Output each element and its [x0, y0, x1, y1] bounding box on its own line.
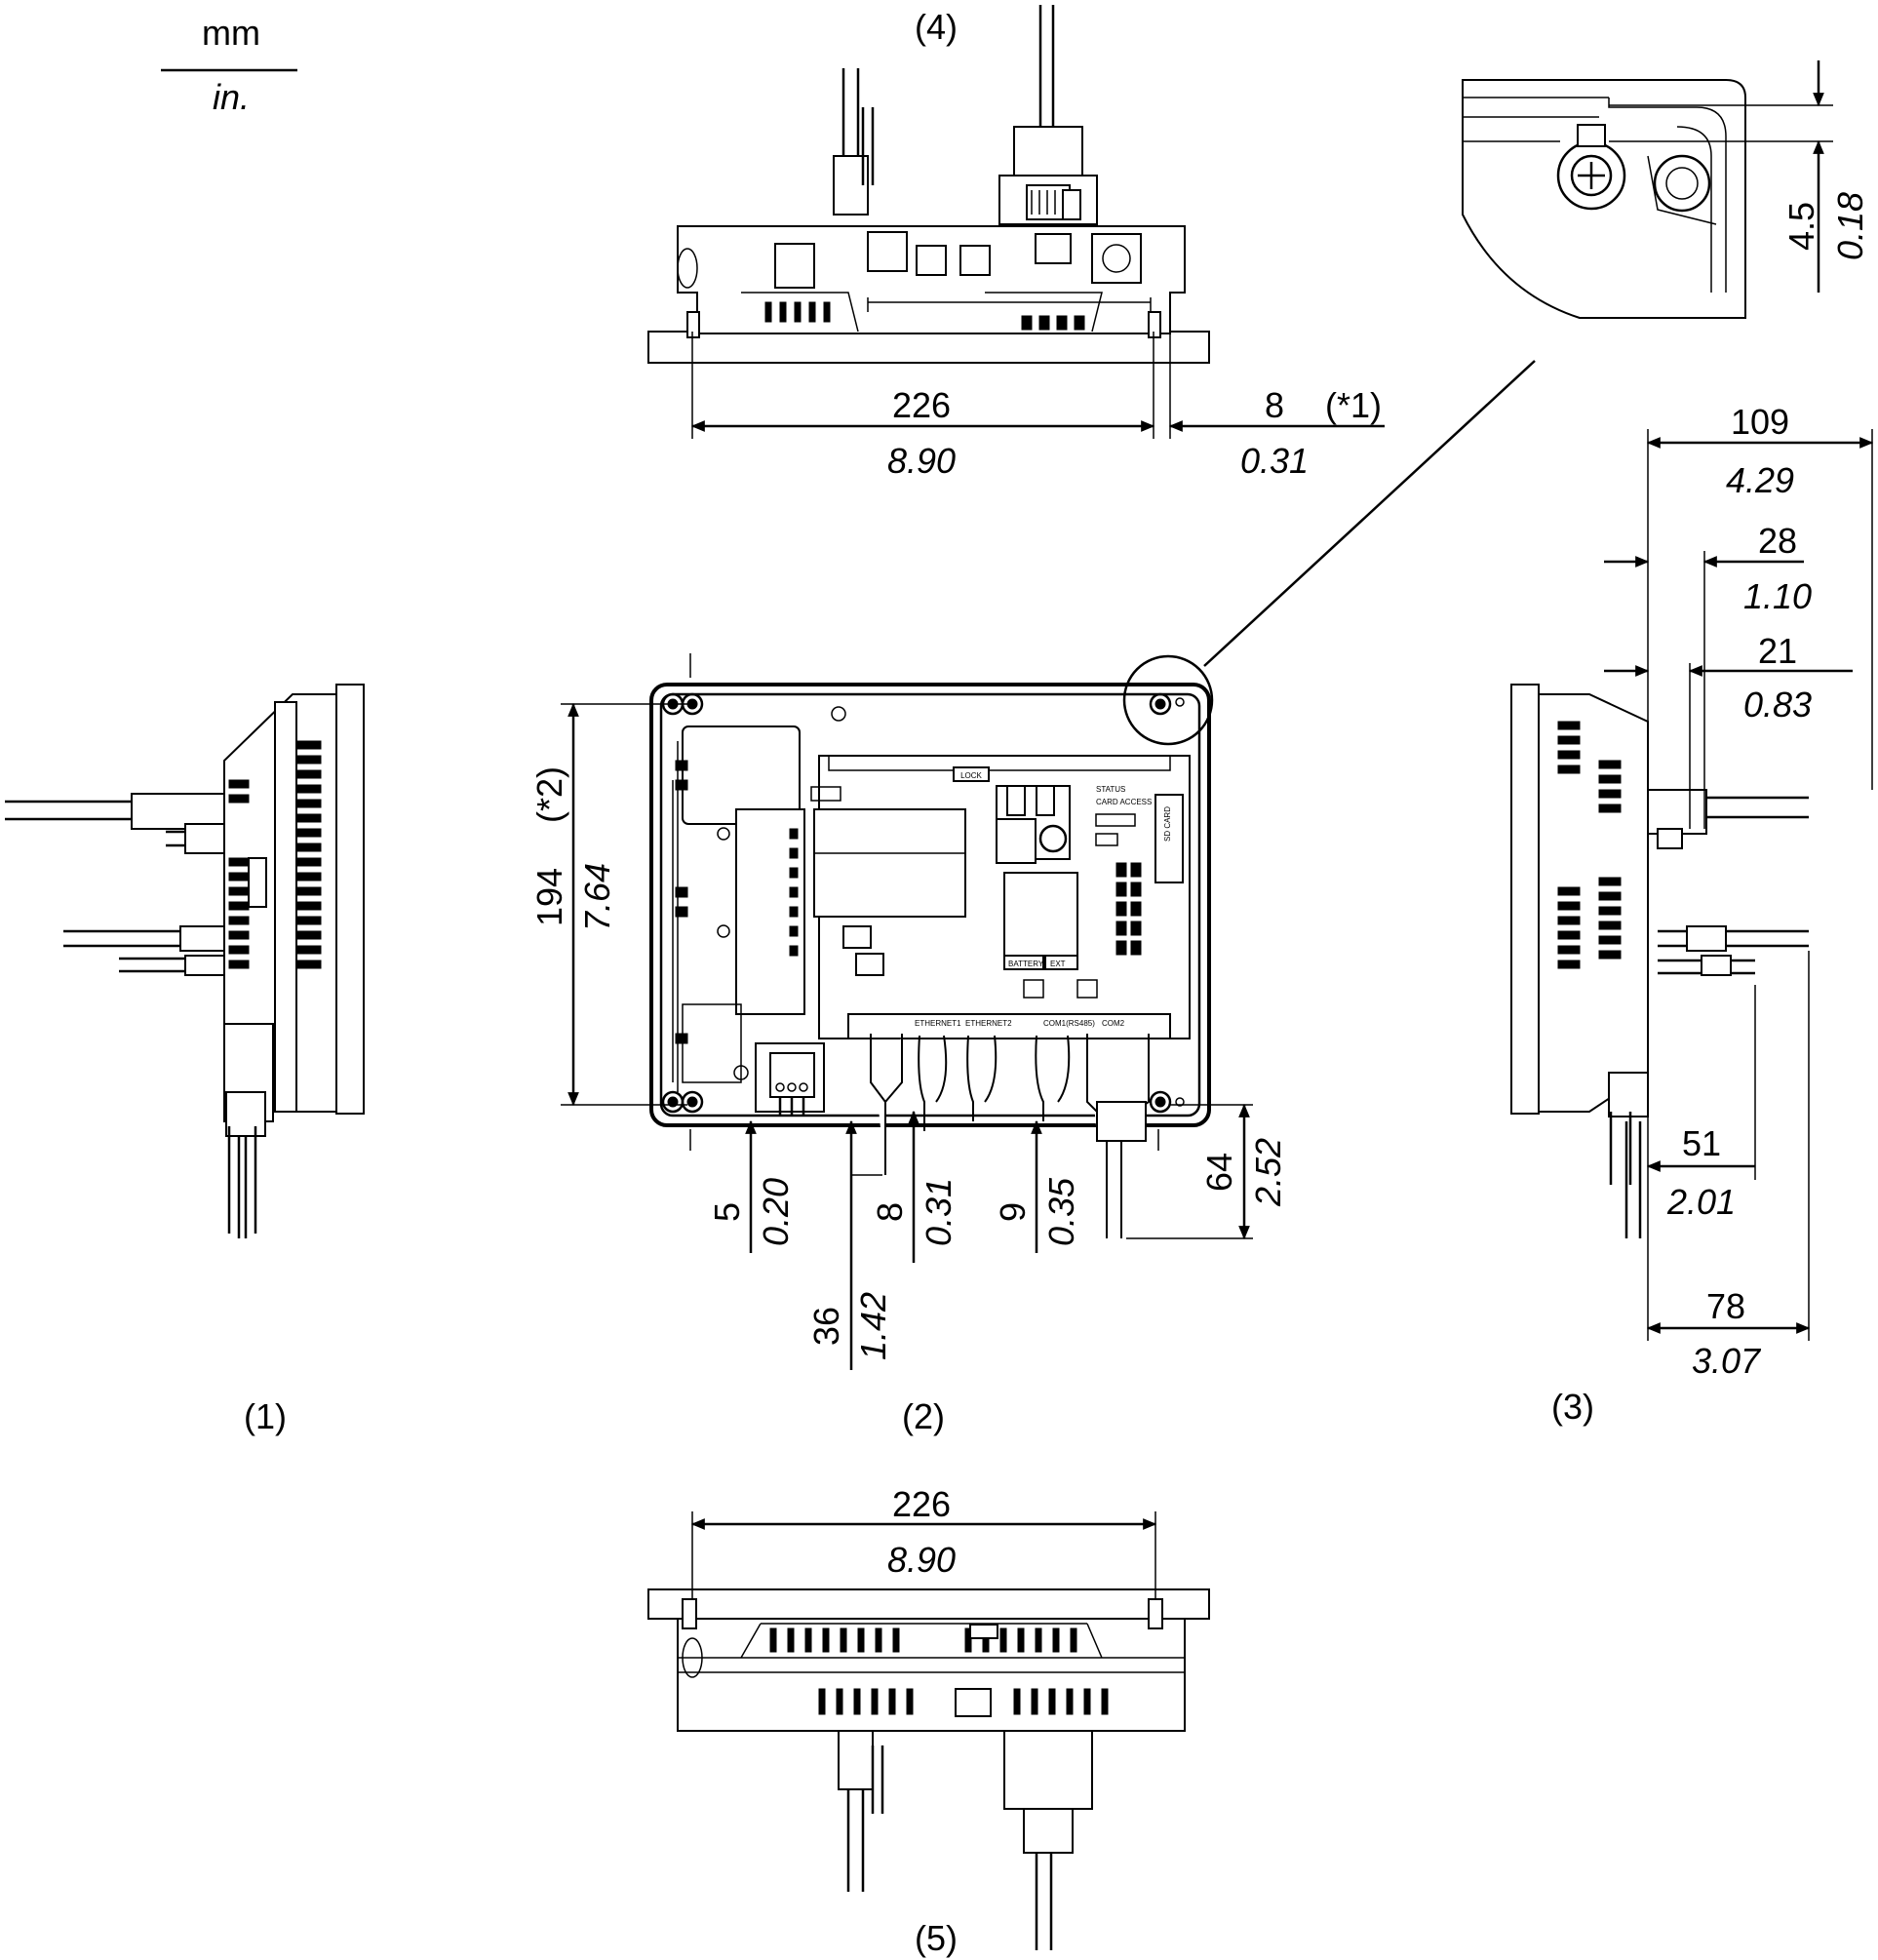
dim-top-clearance-note: (*1) [1325, 385, 1382, 425]
dim-bottom-width: 226 8.90 [690, 1484, 1157, 1599]
dim-8-in: 0.31 [919, 1178, 959, 1246]
dim-109-mm: 109 [1731, 402, 1789, 442]
dim-9-mm: 9 [993, 1202, 1033, 1222]
dim-5-mm: 5 [707, 1202, 747, 1222]
bottom-view-cables [838, 1730, 1093, 1950]
left-view-bezel [335, 684, 365, 1115]
dim-109: 109 4.29 [1646, 402, 1874, 1341]
dim-detail: 4.5 0.18 [1609, 60, 1870, 293]
dim-height-note: (*2) [529, 766, 569, 823]
dim-5: 5 0.20 [707, 1119, 796, 1253]
units-legend: mm in. [161, 13, 297, 117]
dim-28: 28 1.10 [1604, 521, 1812, 829]
dim-top-clearance-mm: 8 [1265, 385, 1284, 425]
bottom-view-fixture-left [682, 1598, 697, 1629]
top-view-cables [833, 5, 1098, 225]
dim-21-in: 0.83 [1743, 685, 1812, 725]
top-view-power-connector [774, 243, 815, 289]
right-side-view [1510, 684, 1809, 1238]
dim-21: 21 0.83 [1604, 631, 1853, 829]
label-lock: LOCK [960, 771, 982, 780]
label-com2: COM2 [1102, 1019, 1125, 1028]
left-side-view [5, 684, 365, 1238]
bottom-view [647, 1588, 1210, 1950]
top-view [647, 5, 1210, 364]
detail-view [1462, 79, 1746, 319]
dim-64: 64 2.52 [1126, 1103, 1288, 1240]
label-battery: BATTERY [1008, 960, 1044, 968]
view-label-1: (1) [244, 1396, 287, 1436]
bottom-view-fixture-right [1148, 1598, 1163, 1629]
label-ethernet1: ETHERNET1 [915, 1019, 961, 1028]
view-label-5: (5) [915, 1918, 958, 1958]
dim-top-width-in: 8.90 [887, 441, 956, 481]
label-ethernet2: ETHERNET2 [965, 1019, 1012, 1028]
dim-78-mm: 78 [1706, 1286, 1745, 1326]
unit-in-label: in. [213, 77, 250, 117]
top-view-fixture-left [686, 311, 700, 338]
dim-top-width: 226 8.90 8 (*1) 0.31 [690, 332, 1385, 481]
label-card-access: CARD ACCESS [1096, 798, 1152, 806]
dim-8-bottom: 8 0.31 [870, 1110, 959, 1263]
dim-51: 51 2.01 [1646, 985, 1756, 1222]
label-sd-card: SD CARD [1163, 806, 1172, 842]
right-view-bezel [1510, 684, 1540, 1115]
rear-view-outline [649, 683, 1211, 1127]
dim-top-width-mm: 226 [892, 385, 951, 425]
dim-bottom-width-mm: 226 [892, 1484, 951, 1524]
dim-78: 78 3.07 [1646, 951, 1811, 1381]
dim-top-clearance-in: 0.31 [1240, 441, 1309, 481]
label-com1: COM1(RS485) [1043, 1019, 1095, 1028]
bottom-view-bezel [647, 1588, 1210, 1620]
detail-fixture-hole [1653, 154, 1711, 213]
dim-bottom-width-in: 8.90 [887, 1540, 956, 1580]
detail-leader-line [1203, 360, 1536, 667]
dim-109-in: 4.29 [1726, 460, 1794, 500]
dim-height-mm: 194 [529, 868, 569, 926]
rear-view-detail-circle [1122, 654, 1214, 746]
dim-28-mm: 28 [1758, 521, 1797, 561]
view-label-3: (3) [1551, 1387, 1594, 1427]
dim-5-in: 0.20 [756, 1178, 796, 1246]
view-label-2: (2) [902, 1396, 945, 1436]
dim-detail-mm: 4.5 [1781, 202, 1821, 251]
dim-height: 194 (*2) 7.64 [529, 702, 687, 1107]
dim-28-in: 1.10 [1743, 576, 1812, 616]
unit-mm-label: mm [202, 13, 260, 53]
top-view-bezel [647, 331, 1210, 364]
dim-detail-in: 0.18 [1830, 192, 1870, 260]
dim-36-mm: 36 [806, 1307, 846, 1346]
dim-36-in: 1.42 [853, 1292, 893, 1360]
dim-9-in: 0.35 [1041, 1177, 1081, 1246]
dim-64-mm: 64 [1199, 1153, 1239, 1192]
dim-9: 9 0.35 [993, 1119, 1081, 1253]
top-view-vents [764, 301, 1085, 331]
dim-78-in: 3.07 [1692, 1341, 1762, 1381]
dim-36: 36 1.42 [806, 1119, 893, 1370]
rear-view-cables [870, 1034, 1150, 1238]
label-status: STATUS [1096, 785, 1125, 794]
dim-64-in: 2.52 [1248, 1138, 1288, 1207]
dim-height-in: 7.64 [577, 863, 617, 931]
top-view-fixture-right [1148, 311, 1161, 338]
dim-8-mm: 8 [870, 1202, 910, 1222]
dim-51-in: 2.01 [1666, 1182, 1736, 1222]
label-ext: EXT [1050, 960, 1066, 968]
dim-51-mm: 51 [1682, 1123, 1721, 1163]
dim-21-mm: 21 [1758, 631, 1797, 671]
rear-view: LOCK STATUS CARD ACCESS BATTERY EXT SD C… [649, 653, 1214, 1238]
view-label-4: (4) [915, 7, 958, 47]
